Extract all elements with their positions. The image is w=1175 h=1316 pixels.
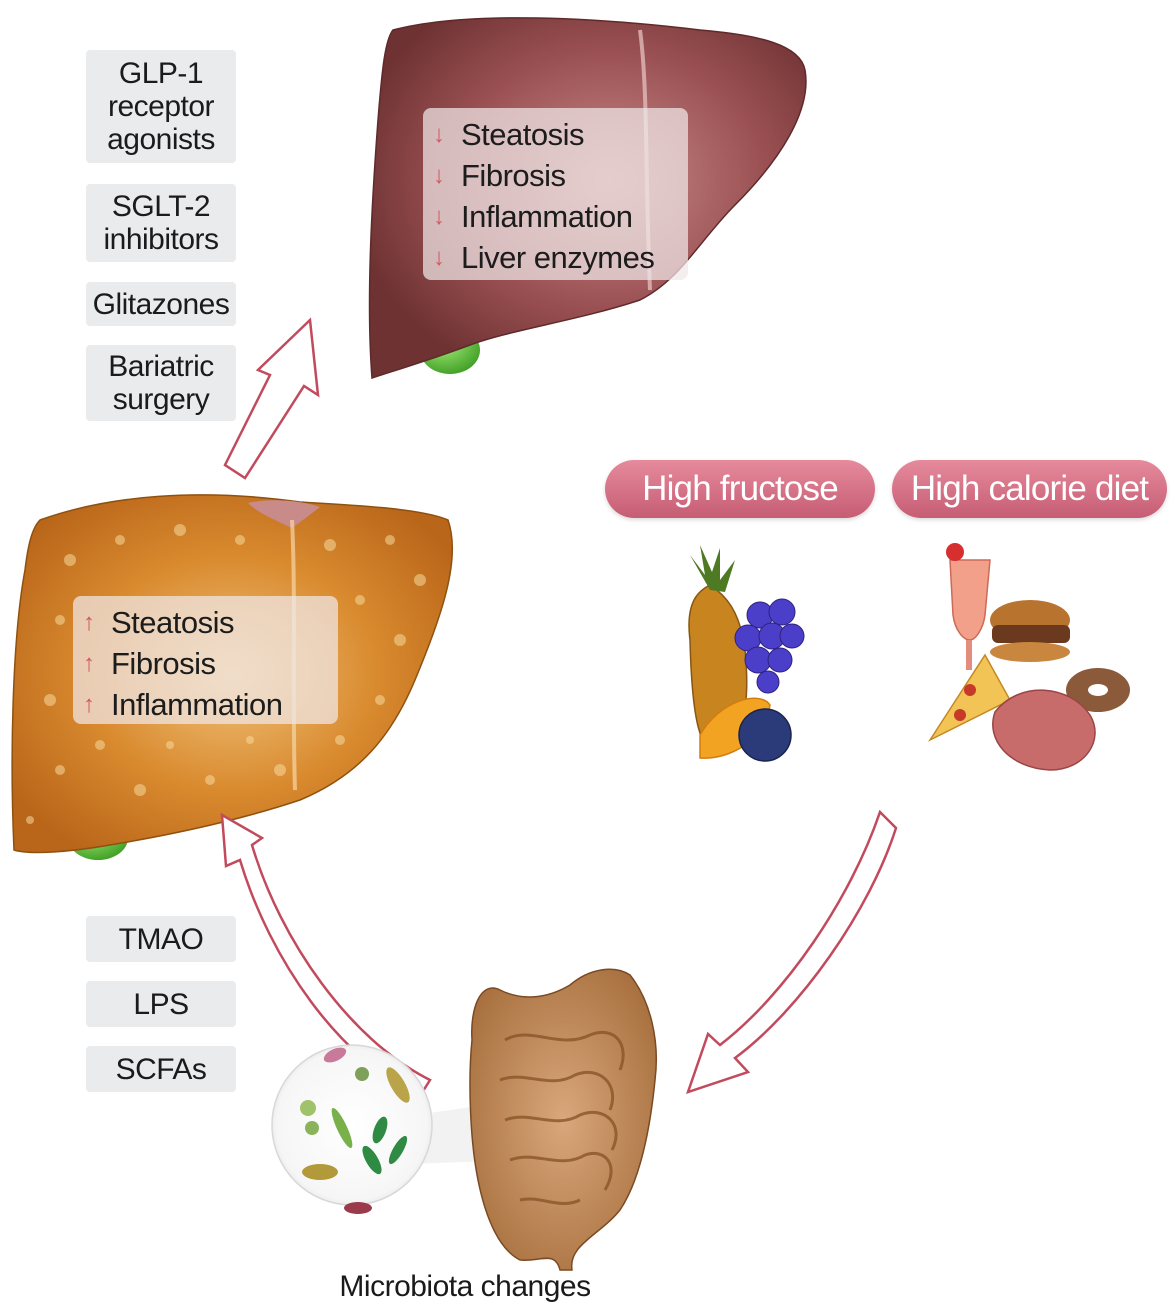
metabolite-tmao: TMAO — [86, 916, 236, 962]
junk-food-illustration — [930, 543, 1130, 770]
effect-row: ↓Liver enzymes — [433, 237, 678, 278]
treatment-sglt2: SGLT-2 inhibitors — [86, 184, 236, 262]
effect-row: ↓Inflammation — [433, 196, 678, 237]
fatty-liver-effects: ↑Steatosis ↑Fibrosis ↑Inflammation — [73, 596, 338, 724]
high-calorie-diet-label: High calorie diet — [892, 460, 1167, 518]
high-fructose-label: High fructose — [605, 460, 875, 518]
down-arrow-icon: ↓ — [433, 162, 455, 190]
microbiota-caption: Microbiota changes — [300, 1270, 630, 1304]
fruit-illustration — [689, 545, 804, 761]
effect-row: ↑Inflammation — [83, 684, 328, 725]
arrow-fatty-to-healthy — [225, 320, 318, 478]
arrow-diet-to-gut — [688, 812, 896, 1092]
treatment-bariatric-surgery: Bariatric surgery — [86, 345, 236, 421]
up-arrow-icon: ↑ — [83, 691, 105, 719]
up-arrow-icon: ↑ — [83, 650, 105, 678]
healthy-liver-effects: ↓Steatosis ↓Fibrosis ↓Inflammation ↓Live… — [423, 108, 688, 280]
up-arrow-icon: ↑ — [83, 609, 105, 637]
treatment-glitazones: Glitazones — [86, 282, 236, 326]
down-arrow-icon: ↓ — [433, 203, 455, 231]
effect-row: ↑Fibrosis — [83, 643, 328, 684]
metabolite-lps: LPS — [86, 981, 236, 1027]
down-arrow-icon: ↓ — [433, 121, 455, 149]
effect-row: ↓Steatosis — [433, 114, 678, 155]
intestines — [470, 969, 656, 1270]
effect-row: ↓Fibrosis — [433, 155, 678, 196]
metabolite-scfas: SCFAs — [86, 1046, 236, 1092]
treatment-glp1: GLP-1 receptor agonists — [86, 50, 236, 163]
down-arrow-icon: ↓ — [433, 244, 455, 272]
effect-row: ↑Steatosis — [83, 602, 328, 643]
